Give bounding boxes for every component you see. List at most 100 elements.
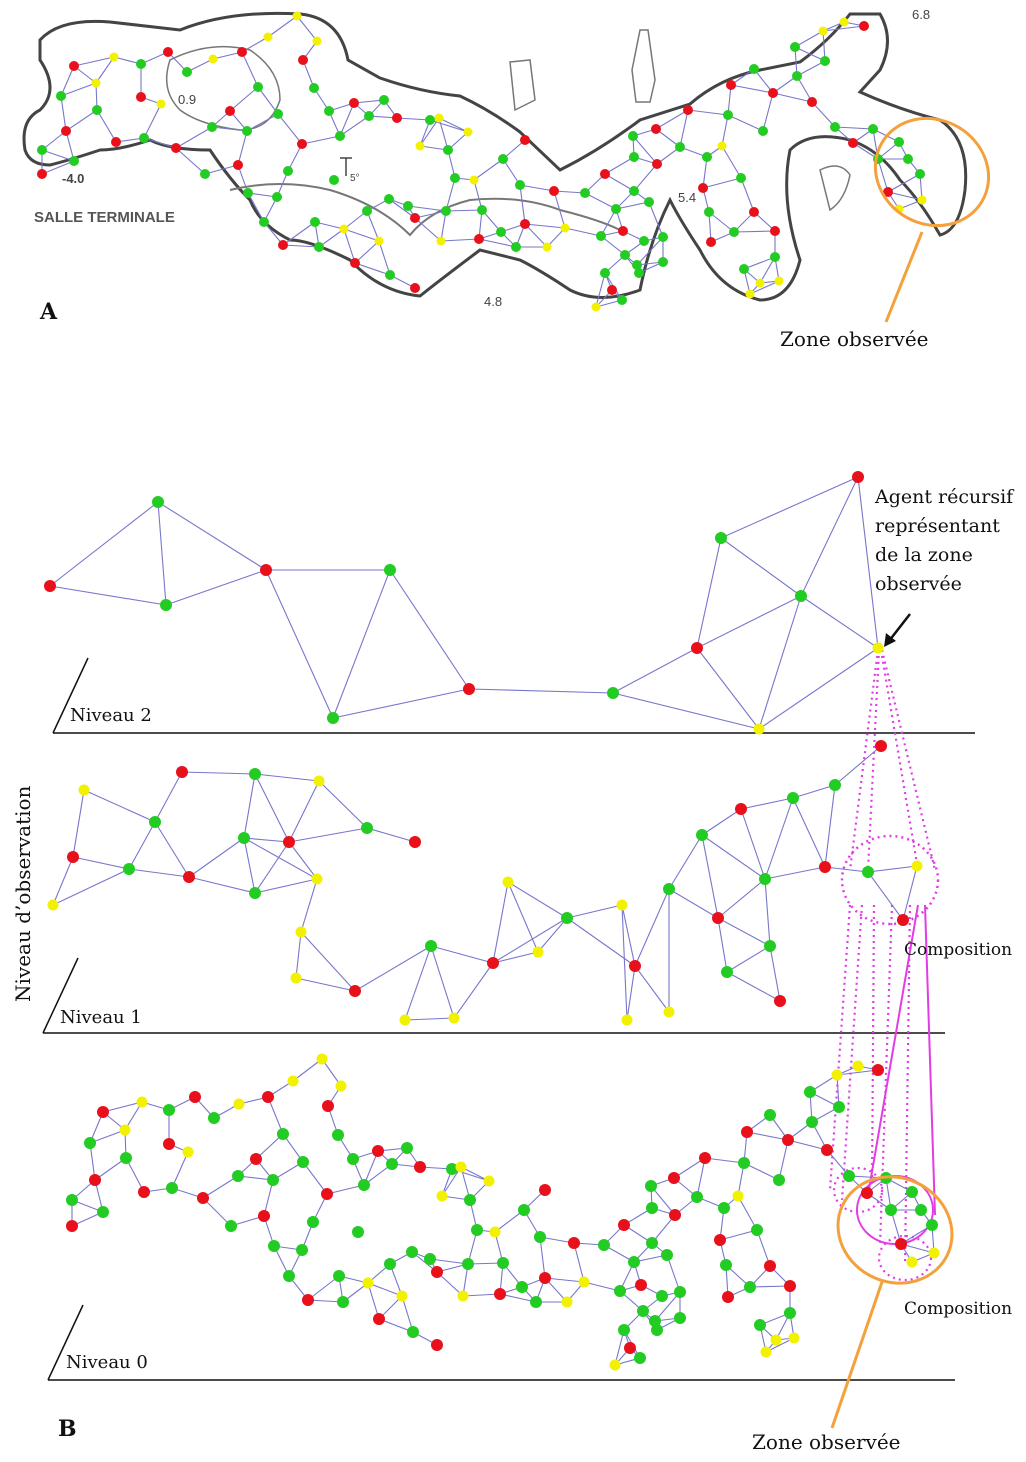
graph-edge-level0: [363, 1150, 379, 1186]
graph-node-level1-green: [663, 883, 675, 895]
graph-edge-level1: [300, 878, 318, 933]
graph-node-level1-red: [487, 957, 499, 969]
graph-node-level0-green: [645, 1180, 657, 1192]
graph-edge-map: [753, 68, 774, 94]
graph-node-level0-green: [332, 1129, 344, 1141]
graph-node-map-green: [324, 106, 334, 116]
graph-edge-map: [600, 208, 617, 237]
graph-node-map-red: [706, 237, 716, 247]
graph-edge-map: [553, 190, 586, 194]
graph-node-level1-green: [425, 940, 437, 952]
graph-node-level1-red: [349, 985, 361, 997]
graph-edge-map: [679, 109, 689, 148]
observed-zone-ellipse: [873, 116, 991, 228]
graph-edge-map: [445, 209, 483, 212]
graph-node-map-green: [596, 231, 606, 241]
graph-edge-level1: [72, 789, 85, 858]
graph-node-map-yellow: [542, 242, 552, 252]
graph-edge-level2: [758, 595, 802, 730]
graph-node-map-green: [243, 188, 253, 198]
graph-node-map-red: [652, 159, 662, 169]
graph-edge-level1: [764, 866, 826, 880]
graph-edge-map: [246, 113, 279, 132]
graph-node-level1-yellow: [78, 784, 90, 796]
graph-edge-level1: [867, 865, 918, 873]
slope-marker: 5°: [340, 157, 360, 184]
graph-node-level0-green: [120, 1152, 132, 1164]
graph-node-level1-red: [735, 803, 747, 815]
graph-node-level0-green: [277, 1128, 289, 1140]
graph-node-level0-green: [618, 1324, 630, 1336]
graph-edge-map: [301, 135, 341, 145]
room-label: SALLE TERMINALE: [34, 209, 175, 226]
graph-node-level0-green: [691, 1191, 703, 1203]
graph-node-level1-yellow: [621, 1014, 633, 1026]
level-0-baseline: [47, 1304, 955, 1381]
graph-edge-map: [877, 158, 889, 193]
panel-a-cave-map: SALLE TERMINALE -4.0 0.9 5.4 6.8 4.8 5° …: [22, 7, 991, 351]
graph-edge-level2: [720, 476, 859, 539]
graph-edge-map: [478, 238, 517, 248]
graph-node-level2-red: [260, 564, 272, 576]
graph-node-level0-red: [262, 1091, 274, 1103]
graph-node-level2-red: [852, 471, 864, 483]
graph-node-map-green: [723, 110, 733, 120]
graph-node-level0-yellow: [760, 1346, 772, 1358]
graph-node-map-green: [675, 142, 685, 152]
graph-edge-level1: [792, 797, 826, 868]
graph-edge-map: [419, 117, 440, 147]
graph-node-level0-green: [163, 1104, 175, 1116]
graph-node-map-red: [807, 97, 817, 107]
graph-node-level0-green: [843, 1170, 855, 1182]
graph-edge-map: [438, 117, 469, 133]
graph-edge-map: [414, 217, 442, 242]
agent-arrow-head: [884, 633, 896, 647]
graph-node-map-yellow: [745, 289, 755, 299]
graph-node-level0-green: [283, 1270, 295, 1282]
graph-edge-map: [429, 119, 469, 133]
graph-edge-level1: [621, 904, 628, 1021]
graph-edge-map: [702, 177, 742, 189]
graph-nodes: [44, 471, 940, 1371]
graph-node-map-red: [163, 47, 173, 57]
graph-edge-map: [241, 36, 269, 53]
graph-edge-level1: [243, 837, 318, 880]
graph-edge-map: [65, 109, 98, 132]
graph-edge-level1: [72, 856, 130, 870]
graph-node-map-green: [310, 217, 320, 227]
graph-edge-map: [339, 115, 370, 137]
graph-edge-level0: [102, 1101, 143, 1113]
graph-node-map-green: [200, 169, 210, 179]
graph-edge-map: [440, 238, 480, 242]
graph-node-map-red: [61, 126, 71, 136]
graph-node-map-green: [634, 268, 644, 278]
graph-node-level0-green: [651, 1324, 663, 1336]
graph-node-level0-green: [885, 1204, 897, 1216]
graph-node-level0-green: [497, 1257, 509, 1269]
graph-edge-level0: [263, 1179, 274, 1217]
graph-edge-map: [708, 211, 735, 233]
graph-node-level0-yellow: [455, 1161, 467, 1173]
graph-edge-map: [655, 109, 689, 130]
graph-node-level0-red: [431, 1266, 443, 1278]
graph-edge-map: [366, 210, 380, 242]
graph-node-level0-green: [471, 1224, 483, 1236]
graph-edge-level1: [52, 856, 74, 906]
graph-node-map-green: [362, 206, 372, 216]
graph-edge-level1: [867, 871, 904, 921]
graph-node-map-green: [309, 83, 319, 93]
graph-edge-level2: [332, 688, 470, 719]
graph-node-level0-green: [337, 1296, 349, 1308]
graph-edge-level1: [824, 866, 869, 873]
graph-edge-level1: [318, 780, 368, 829]
graph-node-level0-red: [782, 1134, 794, 1146]
graph-edge-level0: [651, 1214, 676, 1244]
graph-edge-map: [354, 240, 380, 264]
graph-node-map-red: [136, 92, 146, 102]
graph-node-level0-green: [296, 1244, 308, 1256]
graph-node-level1-yellow: [911, 860, 923, 872]
graph-node-level0-red: [494, 1288, 506, 1300]
graph-node-level0-red: [764, 1260, 776, 1272]
graph-node-map-green: [749, 64, 759, 74]
graph-node-map-green: [92, 105, 102, 115]
